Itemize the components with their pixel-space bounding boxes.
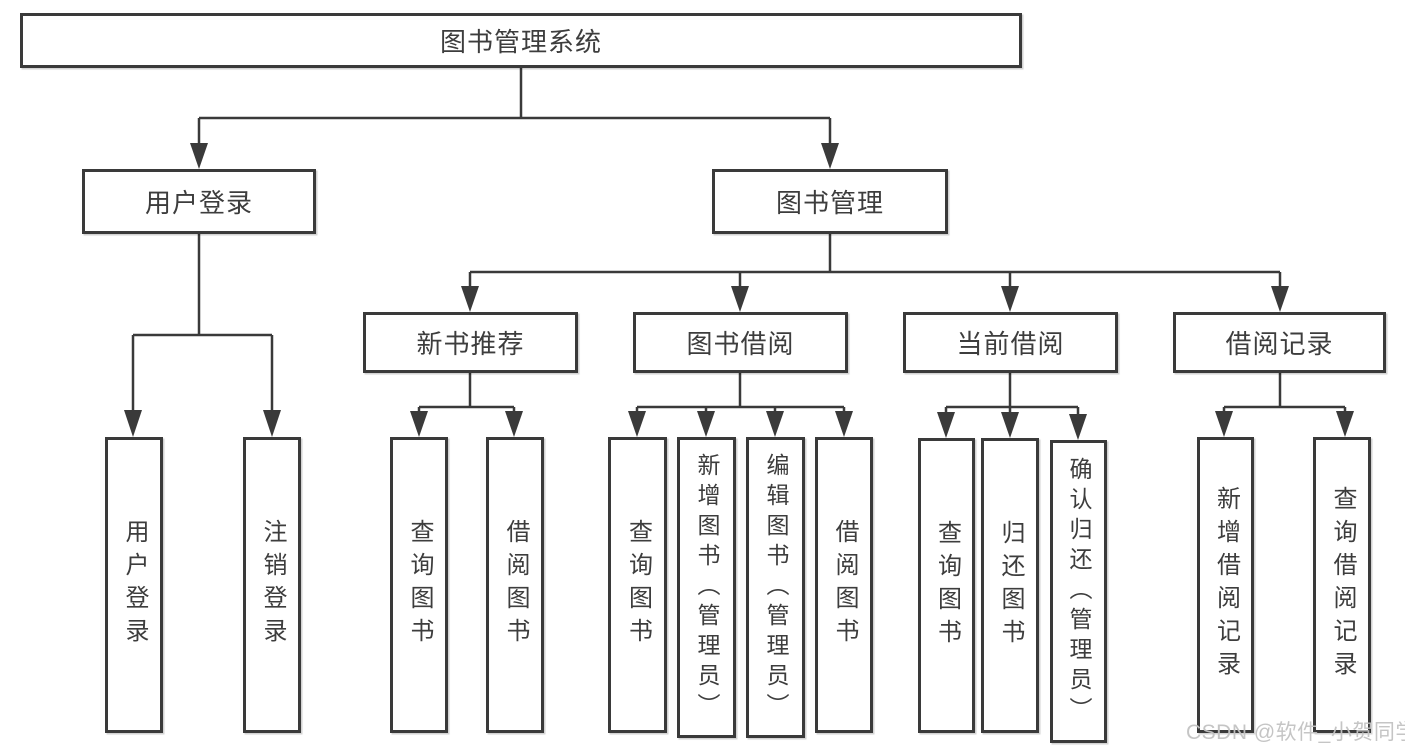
leaf-confirm-return-admin-label: 确认归还（管理员） bbox=[1066, 456, 1092, 727]
arrow-to-leaf-confirm-return bbox=[1069, 414, 1087, 440]
leaf-borrow-books-recommend: 借阅图书 bbox=[486, 437, 544, 733]
node-book-borrow-label: 图书借阅 bbox=[686, 329, 795, 359]
leaf-edit-book-admin-label: 编辑图书（管理员） bbox=[763, 452, 789, 723]
node-current-borrow-label: 当前借阅 bbox=[956, 329, 1065, 359]
connector-currentborrow-to-leaves bbox=[944, 373, 1080, 416]
leaf-return-book: 归还图书 bbox=[981, 438, 1039, 733]
leaf-logout: 注销登录 bbox=[243, 437, 301, 733]
arrow-to-current-borrow bbox=[1001, 286, 1019, 312]
connector-newbook-to-leaves bbox=[417, 373, 516, 413]
leaf-add-book-admin: 新增图书（管理员） bbox=[677, 437, 736, 738]
leaf-add-borrow-record-label: 新增借阅记录 bbox=[1212, 486, 1240, 684]
leaf-confirm-return-admin: 确认归还（管理员） bbox=[1050, 440, 1107, 743]
arrowheads bbox=[124, 143, 1354, 440]
leaf-user-login: 用户登录 bbox=[105, 437, 163, 733]
arrow-to-user-login bbox=[190, 143, 208, 169]
arrow-to-leaf-query-books-a bbox=[410, 411, 428, 437]
leaf-user-login-label: 用户登录 bbox=[121, 519, 148, 651]
connector-bookborrow-to-leaves bbox=[635, 373, 846, 413]
leaf-query-books-borrow: 查询图书 bbox=[608, 437, 667, 733]
node-book-management-label: 图书管理 bbox=[775, 188, 884, 218]
connector-userlogin-to-leaves bbox=[131, 234, 274, 412]
leaf-edit-book-admin: 编辑图书（管理员） bbox=[746, 437, 805, 738]
node-current-borrow: 当前借阅 bbox=[903, 312, 1118, 373]
node-user-login: 用户登录 bbox=[82, 169, 316, 234]
connector-records-to-leaves bbox=[1222, 373, 1347, 413]
arrow-to-borrow-records bbox=[1271, 286, 1289, 312]
arrow-to-book-management bbox=[821, 143, 839, 169]
node-borrow-records-label: 借阅记录 bbox=[1225, 329, 1334, 359]
csdn-watermark: CSDN @软件_小贺同学 bbox=[1186, 721, 1405, 744]
arrow-to-leaf-query-record bbox=[1336, 411, 1354, 437]
leaf-query-books-recommend: 查询图书 bbox=[390, 437, 448, 733]
leaf-borrow-books-label: 借阅图书 bbox=[831, 519, 858, 651]
arrow-to-leaf-add-book bbox=[697, 411, 715, 437]
arrow-to-leaf-add-record bbox=[1215, 411, 1233, 437]
node-book-management: 图书管理 bbox=[712, 169, 948, 234]
arrow-to-leaf-query-books-b bbox=[628, 411, 646, 437]
leaf-query-books-recommend-label: 查询图书 bbox=[406, 519, 433, 651]
arrow-to-leaf-query-books-c bbox=[937, 412, 955, 438]
leaf-query-books-current-label: 查询图书 bbox=[933, 519, 961, 652]
arrow-to-new-book-recommend bbox=[461, 286, 479, 312]
node-borrow-records: 借阅记录 bbox=[1173, 312, 1386, 373]
leaf-return-book-label: 归还图书 bbox=[997, 519, 1024, 652]
leaf-logout-label: 注销登录 bbox=[259, 519, 286, 651]
arrow-to-leaf-borrow-books-b bbox=[835, 411, 853, 437]
node-user-login-label: 用户登录 bbox=[144, 188, 253, 218]
arrow-to-book-borrow bbox=[731, 286, 749, 312]
arrow-to-leaf-logout bbox=[263, 410, 281, 437]
node-book-borrow: 图书借阅 bbox=[633, 312, 848, 373]
leaf-add-borrow-record: 新增借阅记录 bbox=[1197, 437, 1254, 733]
leaf-add-book-admin-label: 新增图书（管理员） bbox=[694, 452, 720, 723]
leaf-query-borrow-record-label: 查询借阅记录 bbox=[1329, 486, 1356, 684]
arrow-to-leaf-return-book bbox=[1001, 412, 1019, 438]
node-new-book-recommend: 新书推荐 bbox=[363, 312, 578, 373]
connector-bookmgmt-to-level3 bbox=[468, 234, 1282, 288]
node-new-book-recommend-label: 新书推荐 bbox=[416, 329, 525, 359]
connector-root-to-level2 bbox=[197, 68, 832, 145]
leaf-borrow-books-recommend-label: 借阅图书 bbox=[502, 519, 529, 651]
leaf-query-books-borrow-label: 查询图书 bbox=[624, 519, 652, 651]
leaf-query-borrow-record: 查询借阅记录 bbox=[1313, 437, 1371, 733]
node-library-system: 图书管理系统 bbox=[20, 13, 1022, 68]
leaf-query-books-current: 查询图书 bbox=[918, 438, 975, 733]
arrow-to-leaf-user-login bbox=[124, 410, 142, 437]
arrow-to-leaf-borrow-books-a bbox=[505, 411, 523, 437]
leaf-borrow-books: 借阅图书 bbox=[815, 437, 873, 733]
node-library-system-label: 图书管理系统 bbox=[439, 27, 602, 57]
arrow-to-leaf-edit-book bbox=[766, 411, 784, 437]
